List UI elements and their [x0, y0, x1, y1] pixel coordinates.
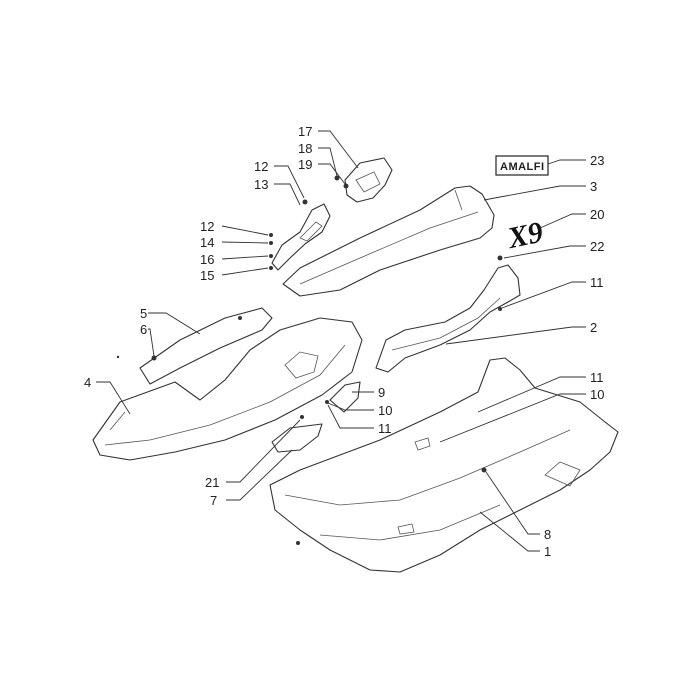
callout-10-right-lower: 10	[590, 387, 604, 402]
bracket-assembly-13	[269, 199, 331, 271]
callout-1: 1	[544, 544, 551, 559]
callout-10-left: 10	[378, 403, 392, 418]
callout-9: 9	[378, 385, 385, 400]
callout-3: 3	[590, 179, 597, 194]
callout-5: 5	[140, 306, 147, 321]
callout-23: 23	[590, 153, 604, 168]
lower-side-panel-1	[269, 357, 619, 573]
callout-6: 6	[140, 322, 147, 337]
callout-2: 2	[590, 320, 597, 335]
badge-text: AMALFI	[500, 161, 545, 173]
callout-15: 15	[200, 268, 214, 283]
callout-11-right-lower: 11	[590, 370, 604, 385]
callout-19: 19	[298, 157, 312, 172]
floor-panel-4	[92, 317, 363, 461]
side-panel-2	[375, 255, 521, 373]
callout-12-lower: 12	[200, 219, 214, 234]
callout-21: 21	[205, 475, 219, 490]
callout-14: 14	[200, 235, 214, 250]
svg-text:X9: X9	[504, 216, 546, 256]
callout-16: 16	[200, 252, 214, 267]
callout-22: 22	[590, 239, 604, 254]
bar-5	[139, 307, 273, 385]
callout-18: 18	[298, 141, 312, 156]
callout-11-left: 11	[378, 421, 392, 436]
callout-17: 17	[298, 124, 312, 139]
callout-labels: 17 18 19 12 13 12 14 16 15 23 3 20 22 11…	[84, 124, 604, 559]
callout-13: 13	[254, 177, 268, 192]
leader-lines	[96, 130, 586, 552]
callout-4: 4	[84, 375, 91, 390]
step-piece-21	[271, 415, 323, 453]
callout-12-upper: 12	[254, 159, 268, 174]
upper-cover-3	[282, 185, 495, 297]
callout-20: 20	[590, 207, 604, 222]
bracket-assembly-17	[334, 157, 393, 203]
x9-logo: X9	[504, 216, 546, 256]
callout-8: 8	[544, 527, 551, 542]
amalfi-badge: AMALFI	[495, 155, 549, 176]
callout-11-right-upper: 11	[590, 275, 604, 290]
callout-7: 7	[210, 493, 217, 508]
